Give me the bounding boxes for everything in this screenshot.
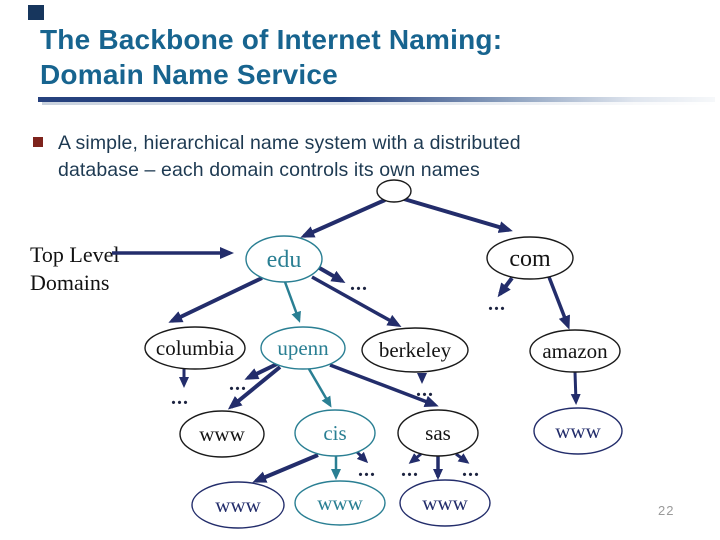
slide-title: The Backbone of Internet Naming: Domain …: [40, 22, 700, 92]
node-cis: [294, 409, 376, 457]
node-com: [486, 236, 574, 280]
edge-upenn-sas: [329, 363, 439, 408]
node-cis-label: cis: [323, 421, 346, 445]
node-root: [376, 179, 412, 203]
edge-upenn-www: [227, 365, 282, 410]
node-edu-label: edu: [267, 247, 302, 273]
edge-sas-ellipsis-right: [455, 452, 470, 464]
edge-sas-ellipsis-left: [408, 452, 422, 464]
top-level-domains-label-line1: Top Level: [30, 242, 120, 267]
node-www-columbia: [179, 410, 265, 458]
edge-edu-berkeley: [311, 275, 402, 327]
page-number: 22: [658, 503, 675, 518]
bullet-text-line1: A simple, hierarchical name system with …: [58, 132, 521, 154]
ellipsis-mark-sas-left: ...: [401, 459, 419, 481]
edge-amazon-www: [570, 371, 581, 405]
title-underline-shadow: [42, 102, 715, 105]
ellipsis-mark-edu: ...: [350, 273, 368, 295]
edge-com-ellipsis: [497, 276, 514, 298]
node-amazon: [529, 329, 621, 373]
ellipsis-mark-upenn: ...: [229, 373, 247, 395]
edge-upenn-ellipsis: [244, 362, 278, 380]
edge-root-edu: [300, 198, 386, 238]
node-com-label: com: [509, 246, 551, 272]
node-www-cis-label: www: [317, 491, 363, 515]
edge-com-amazon: [547, 276, 570, 330]
corner-decoration: [28, 5, 44, 20]
square-bullet-icon: [33, 137, 43, 147]
node-www-bottom-left: [191, 481, 285, 529]
node-sas-label: sas: [425, 421, 451, 445]
title-underline: [38, 97, 715, 102]
node-columbia-label: columbia: [156, 336, 235, 360]
bullet-item: A simple, hierarchical name system with …: [33, 130, 633, 184]
node-columbia: [144, 326, 246, 370]
ellipsis-mark-cis: ...: [358, 459, 376, 481]
ellipsis-mark-columbia: ...: [171, 387, 189, 409]
edge-cis-www-left: [252, 453, 319, 483]
edge-cis-ellipsis: [355, 450, 369, 464]
edge-edu-columbia: [168, 276, 263, 323]
node-www-amazon-label: www: [555, 419, 601, 443]
edge-edu-ellipsis: [315, 264, 346, 283]
node-upenn-label: upenn: [277, 336, 329, 360]
node-www-amazon: [533, 407, 623, 455]
bullet-text-line2: database – each domain controls its own …: [58, 159, 480, 181]
bullet-text: A simple, hierarchical name system with …: [58, 130, 633, 184]
node-upenn: [260, 326, 346, 370]
ellipsis-mark-com: ...: [488, 293, 506, 315]
ellipsis-mark-sas-right: ...: [462, 459, 480, 481]
node-www-sas-label: www: [422, 491, 468, 515]
node-sas: [397, 409, 479, 457]
edge-root-com: [403, 197, 513, 233]
ellipsis-mark-berkeley: ...: [416, 379, 434, 401]
edge-upenn-cis: [307, 368, 332, 408]
node-www-sas: [399, 479, 491, 527]
slide-title-line2: Domain Name Service: [40, 59, 338, 90]
node-berkeley: [361, 327, 469, 373]
node-edu: [245, 235, 323, 283]
top-level-domains-label-line2: Domains: [30, 270, 110, 295]
node-berkeley-label: berkeley: [379, 338, 452, 362]
node-www-bottom-left-label: www: [215, 493, 261, 517]
node-amazon-label: amazon: [542, 339, 608, 363]
slide-title-line1: The Backbone of Internet Naming:: [40, 24, 503, 55]
top-level-domains-label: Top Level Domains: [30, 241, 119, 297]
node-www-columbia-label: www: [199, 422, 245, 446]
node-www-cis: [294, 480, 386, 526]
edge-edu-upenn: [283, 281, 301, 323]
